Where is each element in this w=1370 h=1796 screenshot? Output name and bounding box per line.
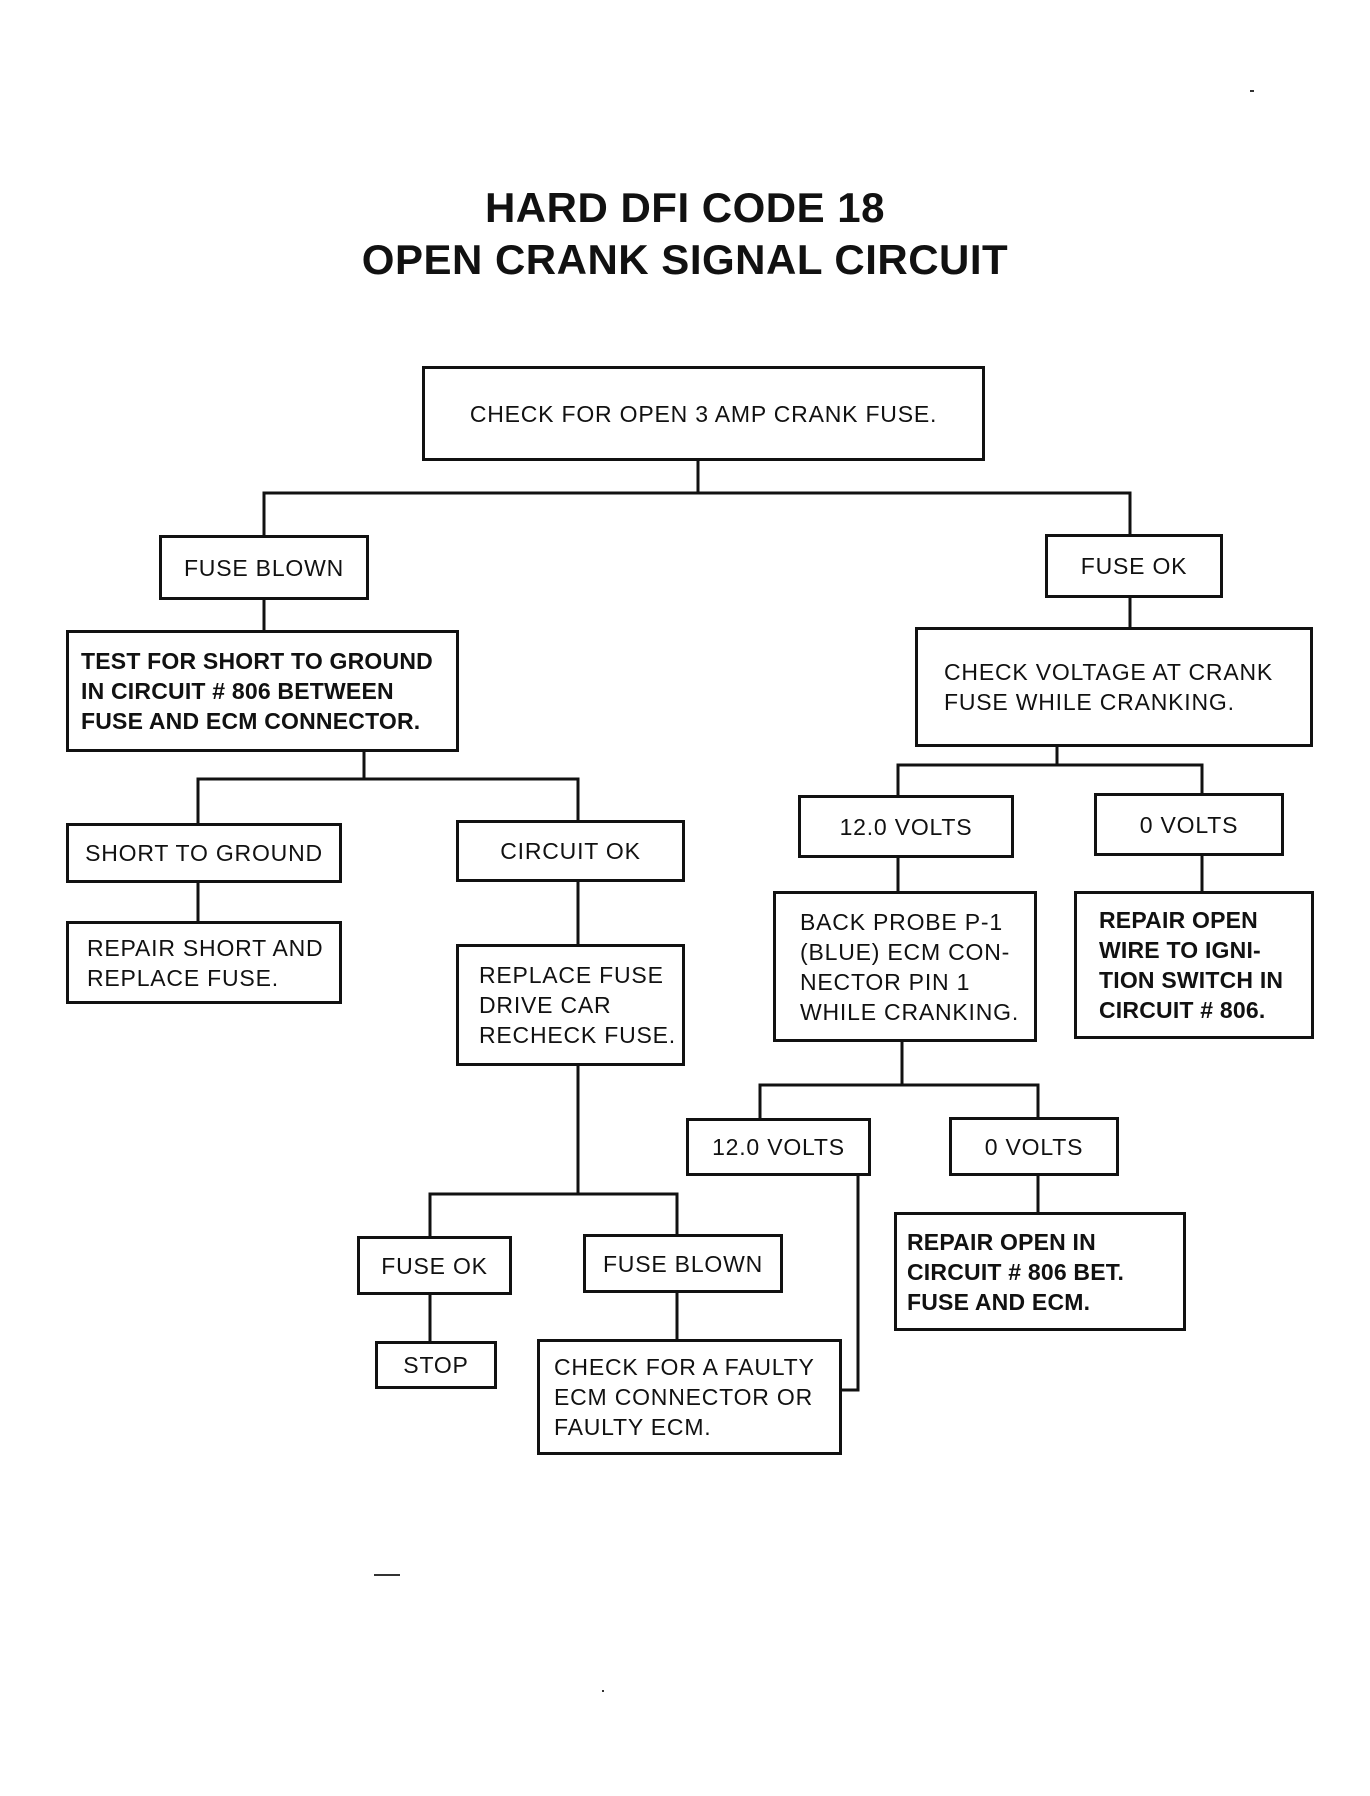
scan-speck [374, 1574, 400, 1576]
replace-fuse-box: REPLACE FUSE DRIVE CAR RECHECK FUSE. [456, 944, 685, 1066]
connector-split-5 [758, 1083, 1040, 1122]
stop-box: STOP [375, 1341, 497, 1389]
circuit-ok-text: CIRCUIT OK [500, 838, 641, 864]
short-to-ground-text: SHORT TO GROUND [85, 840, 323, 866]
diagram-title: HARD DFI CODE 18 [484, 184, 886, 231]
volts-0-text-2: 0 VOLTS [984, 1133, 1084, 1160]
connector-split-3 [428, 1192, 679, 1239]
connector-split-4 [896, 763, 1204, 797]
volts-0-box-2: 0 VOLTS [949, 1117, 1119, 1176]
check-faulty-text: CHECK FOR A FAULTY ECM CONNECTOR OR FAUL… [554, 1354, 815, 1440]
connector-12v-to-faulty [839, 1173, 860, 1392]
volts-0-text-1: 0 VOLTS [1139, 811, 1239, 838]
fuse-ok-text-2: FUSE OK [381, 1252, 488, 1279]
check-fuse-text: CHECK FOR OPEN 3 AMP CRANK FUSE. [469, 400, 938, 427]
fuse-blown-text: FUSE BLOWN [183, 554, 345, 581]
back-probe-box: BACK PROBE P-1 (BLUE) ECM CON- NECTOR PI… [773, 891, 1037, 1042]
repair-open-wire-text: REPAIR OPEN WIRE TO IGNI- TION SWITCH IN… [1099, 907, 1284, 1023]
back-probe-text: BACK PROBE P-1 (BLUE) ECM CON- NECTOR PI… [800, 908, 1020, 1025]
fuse-ok-box: FUSE OK [1045, 534, 1223, 598]
repair-short-box: REPAIR SHORT AND REPLACE FUSE. [66, 921, 342, 1004]
short-to-ground-box: SHORT TO GROUND [66, 823, 342, 883]
check-voltage-text: CHECK VOLTAGE AT CRANK FUSE WHILE CRANKI… [944, 659, 1274, 715]
scan-speck [1250, 90, 1254, 92]
fuse-ok-text: FUSE OK [1080, 553, 1188, 579]
circuit-ok-box: CIRCUIT OK [456, 820, 685, 882]
replace-fuse-text: REPLACE FUSE DRIVE CAR RECHECK FUSE. [479, 962, 676, 1048]
test-short-box: TEST FOR SHORT TO GROUND IN CIRCUIT # 80… [66, 630, 459, 752]
fuse-blown-text-2: FUSE BLOWN [602, 1250, 764, 1277]
fuse-blown-box-2: FUSE BLOWN [583, 1234, 783, 1293]
volts-0-box-1: 0 VOLTS [1094, 793, 1284, 856]
check-fuse-box: CHECK FOR OPEN 3 AMP CRANK FUSE. [422, 366, 985, 461]
stop-text: STOP [403, 1352, 469, 1378]
volts-12-text-2: 12.0 VOLTS [712, 1134, 845, 1160]
repair-open-circuit-box: REPAIR OPEN IN CIRCUIT # 806 BET. FUSE A… [894, 1212, 1186, 1331]
test-short-text: TEST FOR SHORT TO GROUND IN CIRCUIT # 80… [81, 648, 433, 734]
diagram-subtitle: OPEN CRANK SIGNAL CIRCUIT [361, 236, 1009, 283]
connector-split-2 [196, 777, 580, 825]
volts-12-text-1: 12.0 VOLTS [839, 813, 973, 840]
repair-open-circuit-text: REPAIR OPEN IN CIRCUIT # 806 BET. FUSE A… [907, 1228, 1125, 1315]
check-voltage-box: CHECK VOLTAGE AT CRANK FUSE WHILE CRANKI… [915, 627, 1313, 747]
fuse-blown-box: FUSE BLOWN [159, 535, 369, 600]
repair-open-wire-box: REPAIR OPEN WIRE TO IGNI- TION SWITCH IN… [1074, 891, 1314, 1039]
check-faulty-box: CHECK FOR A FAULTY ECM CONNECTOR OR FAUL… [537, 1339, 842, 1455]
connector-split-1 [262, 491, 1132, 538]
scan-speck [602, 1690, 604, 1692]
repair-short-text: REPAIR SHORT AND REPLACE FUSE. [87, 934, 324, 991]
fuse-ok-box-2: FUSE OK [357, 1236, 512, 1295]
volts-12-box-2: 12.0 VOLTS [686, 1118, 871, 1176]
volts-12-box-1: 12.0 VOLTS [798, 795, 1014, 858]
